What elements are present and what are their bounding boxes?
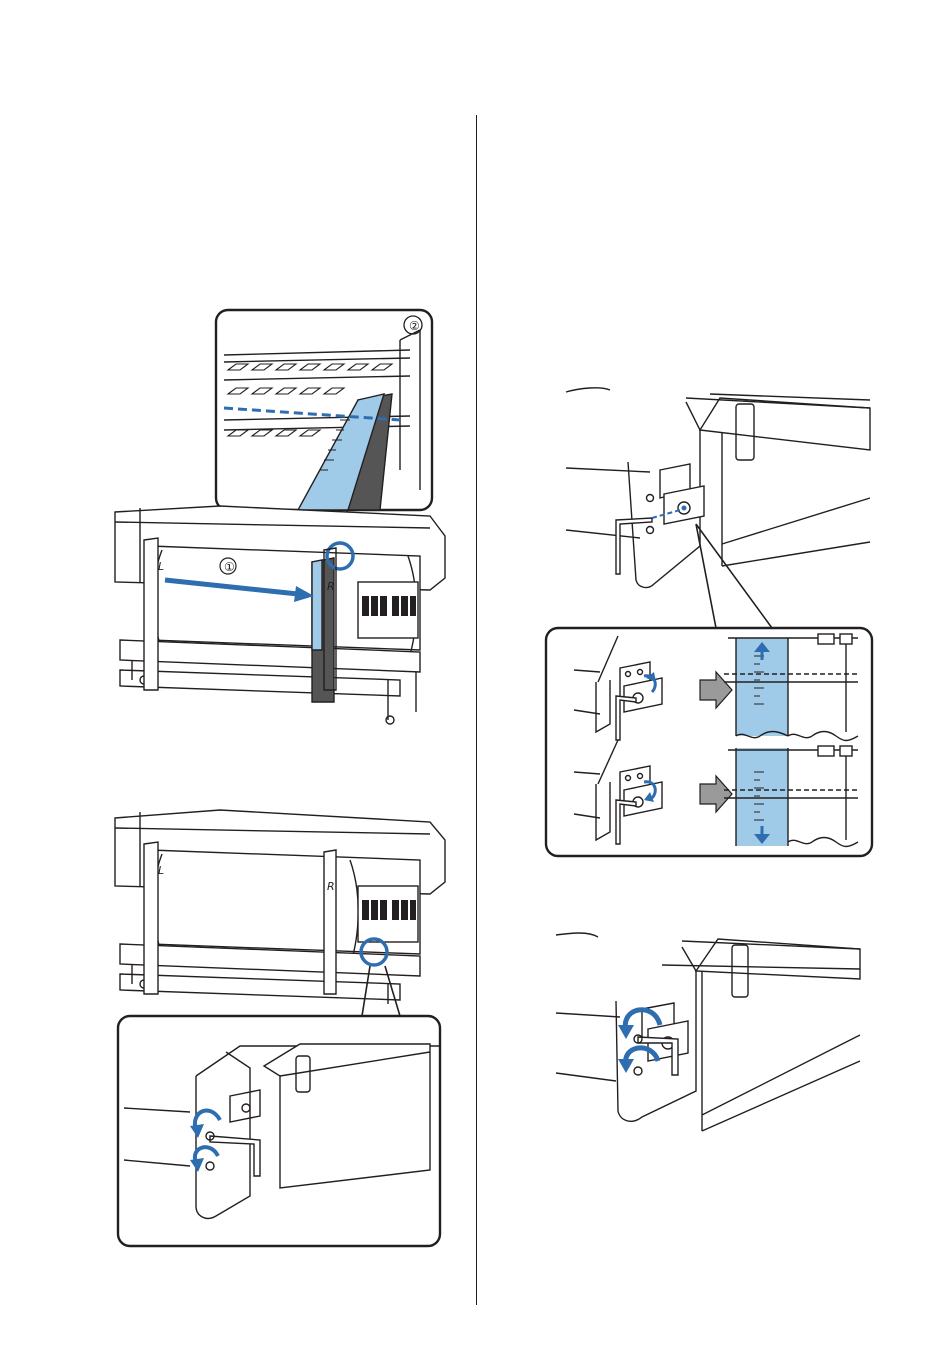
figure-printer-media-feed: ② ① L R [100,300,460,730]
strap-l-label-2: L [158,864,164,877]
figure-bracket-adjust-detail [540,380,880,860]
callout-2-label: ② [409,319,420,333]
strap-r-label: R [327,580,335,593]
column-divider [476,115,477,1305]
strap-r-label-2: R [327,880,335,893]
figure-printer-hex-adjust: L R [100,790,460,1250]
strap-l-label: L [158,560,164,573]
figure-bracket-tighten [550,925,870,1135]
callout-1-label: ① [224,560,235,574]
